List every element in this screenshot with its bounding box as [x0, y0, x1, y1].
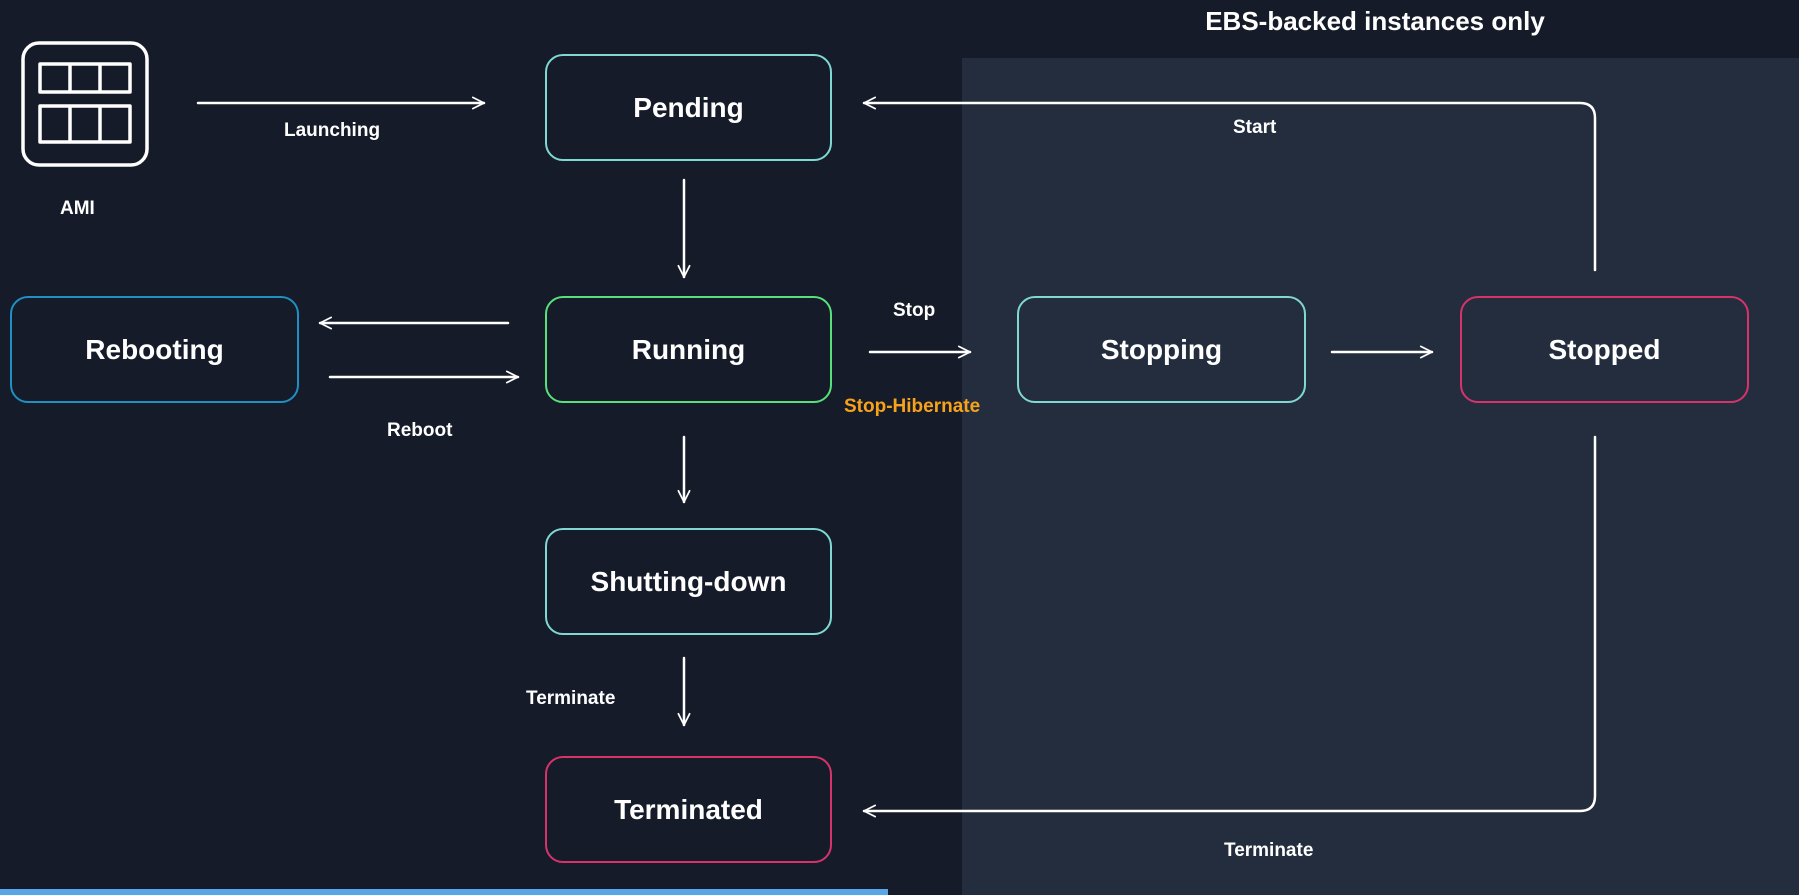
transition-start-label: Start — [1233, 117, 1277, 138]
ebs-region-title: EBS-backed instances only — [1205, 6, 1545, 36]
transition-stop-label: Stop — [893, 300, 936, 321]
state-running-label: Running — [631, 333, 746, 365]
transition-reboot-label: Reboot — [387, 420, 453, 441]
state-rebooting: Rebooting — [10, 296, 299, 403]
state-running: Running — [545, 296, 832, 403]
state-terminated: Terminated — [545, 756, 832, 863]
state-pending: Pending — [545, 54, 832, 161]
state-stopped: Stopped — [1460, 296, 1749, 403]
state-stopping-label: Stopping — [1100, 333, 1223, 365]
progress-bar — [0, 889, 888, 895]
ami-label: AMI — [60, 198, 95, 219]
ebs-backed-region — [962, 58, 1799, 895]
transition-launching-label: Launching — [284, 120, 381, 141]
transition-terminate-label: Terminate — [526, 688, 616, 709]
state-terminated-label: Terminated — [614, 793, 763, 825]
state-pending-label: Pending — [633, 91, 744, 123]
arrow-stopped-to-terminated — [862, 435, 1597, 818]
state-rebooting-label: Rebooting — [85, 333, 224, 365]
arrow-start — [862, 96, 1597, 272]
state-stopping: Stopping — [1017, 296, 1306, 403]
state-shutting-down: Shutting-down — [545, 528, 832, 635]
state-shutting-down-label: Shutting-down — [590, 565, 787, 597]
state-stopped-label: Stopped — [1548, 333, 1661, 365]
transition-terminate-from-stopped-label: Terminate — [1224, 840, 1314, 861]
transition-stop-hibernate-label: Stop-Hibernate — [844, 396, 981, 417]
ami-grid-icon — [21, 41, 149, 167]
